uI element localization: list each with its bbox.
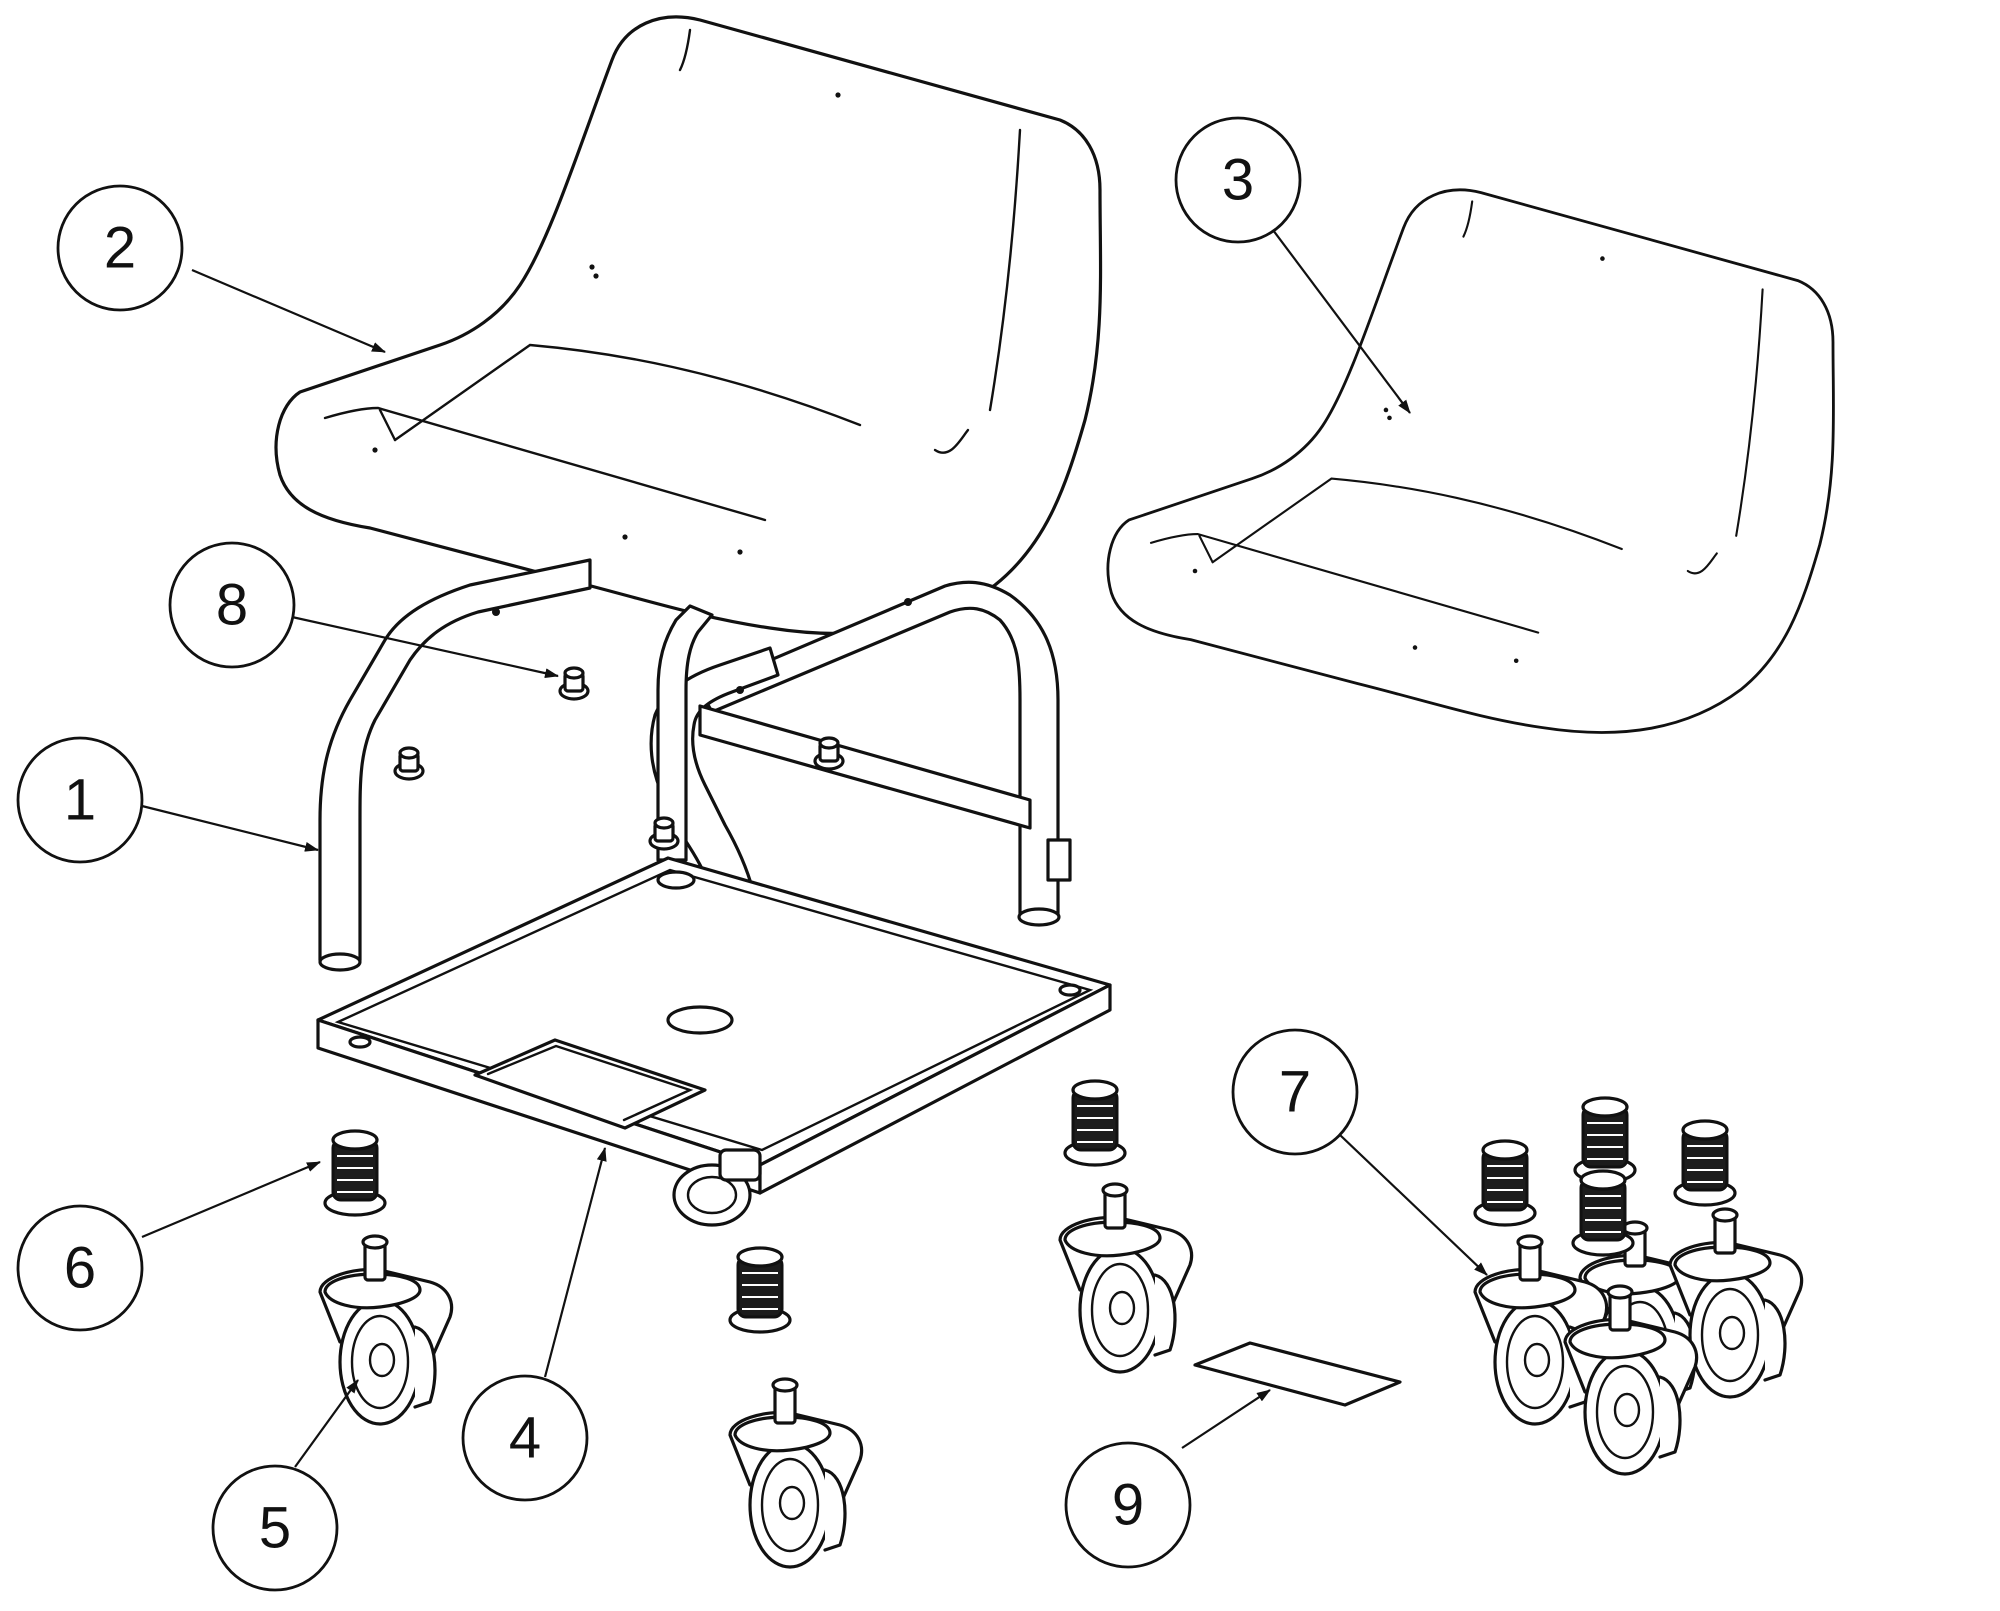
callout-8: 8: [168, 541, 296, 669]
caster-set: [1473, 1096, 1804, 1476]
callout-6-label: 6: [64, 1236, 96, 1301]
callout-3-label: 3: [1222, 148, 1254, 213]
casters: [318, 1182, 1194, 1569]
callout-7: 7: [1231, 1028, 1359, 1156]
label-plate: [1193, 1341, 1402, 1407]
callout-5: 5: [211, 1464, 339, 1592]
callout-9-label: 9: [1112, 1473, 1144, 1538]
callout-5-label: 5: [259, 1496, 291, 1561]
callout-9: 9: [1064, 1441, 1192, 1569]
leader-lines: [141, 225, 1488, 1468]
seat-assembly: [274, 15, 1103, 636]
base-tray: [316, 856, 1112, 1227]
callout-1: 1: [16, 736, 144, 864]
callout-2: 2: [56, 184, 184, 312]
callout-6: 6: [16, 1204, 144, 1332]
callout-1-label: 1: [64, 768, 96, 833]
callout-8-label: 8: [216, 573, 248, 638]
callout-4-label: 4: [509, 1406, 541, 1471]
callout-4: 4: [461, 1374, 589, 1502]
screws: [393, 666, 845, 851]
callout-3: 3: [1174, 116, 1302, 244]
callout-2-label: 2: [104, 216, 136, 281]
callout-7-label: 7: [1279, 1060, 1311, 1125]
seat-spare: [1106, 188, 1835, 734]
